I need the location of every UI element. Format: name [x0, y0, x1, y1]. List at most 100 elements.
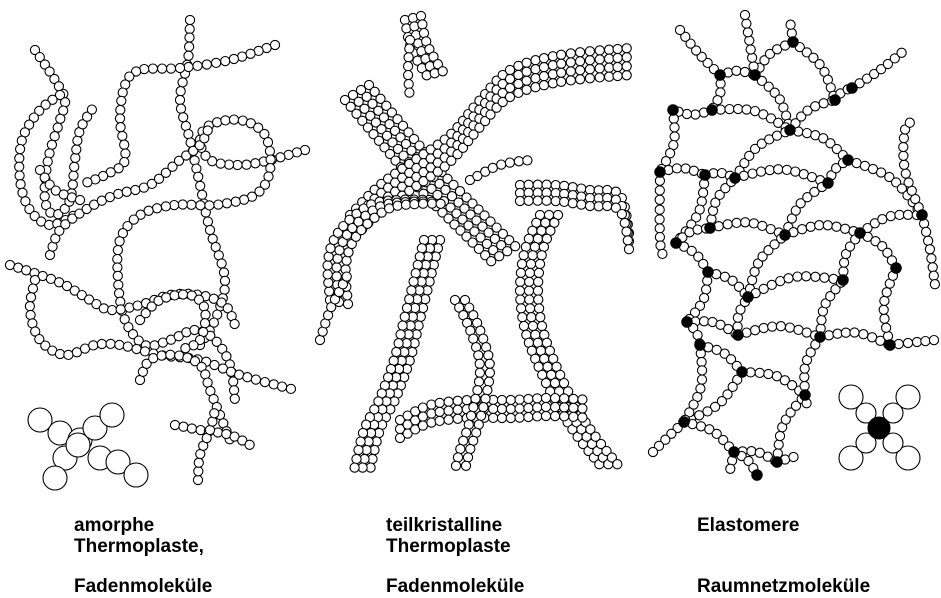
monomer-bead	[670, 123, 679, 132]
monomer-bead	[444, 406, 453, 415]
monomer-bead	[732, 66, 741, 75]
monomer-bead	[525, 295, 534, 304]
monomer-bead	[535, 304, 544, 313]
monomer-bead	[585, 56, 594, 65]
monomer-bead	[531, 65, 540, 74]
monomer-bead	[905, 118, 914, 127]
monomer-bead	[551, 394, 560, 403]
monomer-bead	[497, 160, 506, 169]
monomer-bead	[461, 461, 470, 470]
monomer-bead	[193, 475, 202, 484]
monomer-bead	[481, 394, 490, 403]
monomer-bead	[922, 227, 931, 236]
monomer-bead	[524, 286, 533, 295]
monomer-bead	[723, 220, 732, 229]
monomer-bead	[194, 172, 203, 181]
monomer-bead	[620, 218, 629, 227]
monomer-bead	[427, 400, 436, 409]
monomer-bead	[904, 178, 913, 187]
monomer-bead	[202, 60, 211, 69]
monomer-bead	[883, 332, 892, 341]
monomer-bead	[117, 96, 126, 105]
monomer-bead	[405, 35, 414, 44]
monomer-bead	[791, 167, 800, 176]
monomer-bead	[800, 381, 809, 390]
monomer-bead	[774, 440, 783, 449]
monomer-bead	[702, 285, 711, 294]
monomer-bead	[471, 394, 480, 403]
monomer-bead	[83, 178, 92, 187]
crosslink-point	[668, 105, 678, 115]
monomer-bead	[124, 463, 148, 487]
monomer-bead	[178, 290, 187, 299]
crosslink-point	[785, 125, 795, 135]
monomer-bead	[859, 330, 868, 339]
monomer-bead	[418, 403, 427, 412]
crosslink-point	[788, 37, 798, 47]
monomer-bead	[73, 136, 82, 145]
monomer-bead	[203, 378, 212, 387]
monomer-bead	[505, 92, 514, 101]
monomer-bead	[324, 252, 333, 261]
monomer-bead	[89, 341, 98, 350]
monomer-bead	[55, 349, 64, 358]
monomer-bead	[901, 169, 910, 178]
monomer-bead	[196, 181, 205, 190]
monomer-bead	[400, 312, 409, 321]
monomer-bead	[70, 162, 79, 171]
monomer-bead	[523, 156, 532, 165]
monomer-bead	[463, 453, 472, 462]
monomer-bead	[453, 396, 462, 405]
monomer-bead	[819, 99, 828, 108]
monomer-bead	[595, 46, 604, 55]
monomer-bead	[767, 280, 776, 289]
monomer-bead	[613, 71, 622, 80]
crosslink-point	[703, 267, 713, 277]
monomer-bead	[903, 338, 912, 347]
monomer-bead	[113, 246, 122, 255]
monomer-bead	[428, 199, 437, 208]
monomer-bead	[185, 15, 194, 24]
monomer-bead	[832, 222, 841, 231]
monomer-bead	[16, 180, 25, 189]
crosslink-point	[868, 417, 890, 439]
monomer-bead	[548, 52, 557, 61]
monomer-bead	[205, 201, 214, 210]
monomer-bead	[161, 202, 170, 211]
monomer-bead	[113, 255, 122, 264]
monomer-bead	[485, 368, 494, 377]
monomer-bead	[233, 160, 242, 169]
monomer-bead	[895, 210, 904, 219]
monomer-bead	[196, 426, 205, 435]
monomer-bead	[113, 263, 122, 272]
monomer-bead	[411, 269, 420, 278]
monomer-bead	[278, 382, 287, 391]
monomer-bead	[670, 132, 679, 141]
monomer-bead	[782, 165, 791, 174]
monomer-bead	[185, 42, 194, 51]
monomer-bead	[120, 140, 129, 149]
monomer-bead	[506, 395, 515, 404]
monomer-bead	[185, 33, 194, 42]
subcaption-elastomer: Raumnetzmoleküle	[697, 576, 870, 597]
monomer-bead	[886, 212, 895, 221]
monomer-bead	[806, 222, 815, 231]
monomer-bead	[251, 159, 260, 168]
monomer-bead	[527, 313, 536, 322]
crosslink-point	[705, 223, 715, 233]
monomer-bead	[524, 403, 533, 412]
monomer-bead	[214, 200, 223, 209]
monomer-bead	[526, 304, 535, 313]
monomer-bead	[484, 351, 493, 360]
crosslink-point	[843, 155, 853, 165]
subcaption-text: Raumnetzmoleküle	[697, 576, 870, 597]
monomer-bead	[534, 268, 543, 277]
monomer-bead	[497, 395, 506, 404]
monomer-bead	[505, 65, 514, 74]
monomer-bead	[444, 415, 453, 424]
monomer-bead	[569, 403, 578, 412]
monomer-bead	[539, 54, 548, 63]
monomer-bead	[531, 83, 540, 92]
monomer-bead	[456, 444, 465, 453]
monomer-bead	[116, 123, 125, 132]
